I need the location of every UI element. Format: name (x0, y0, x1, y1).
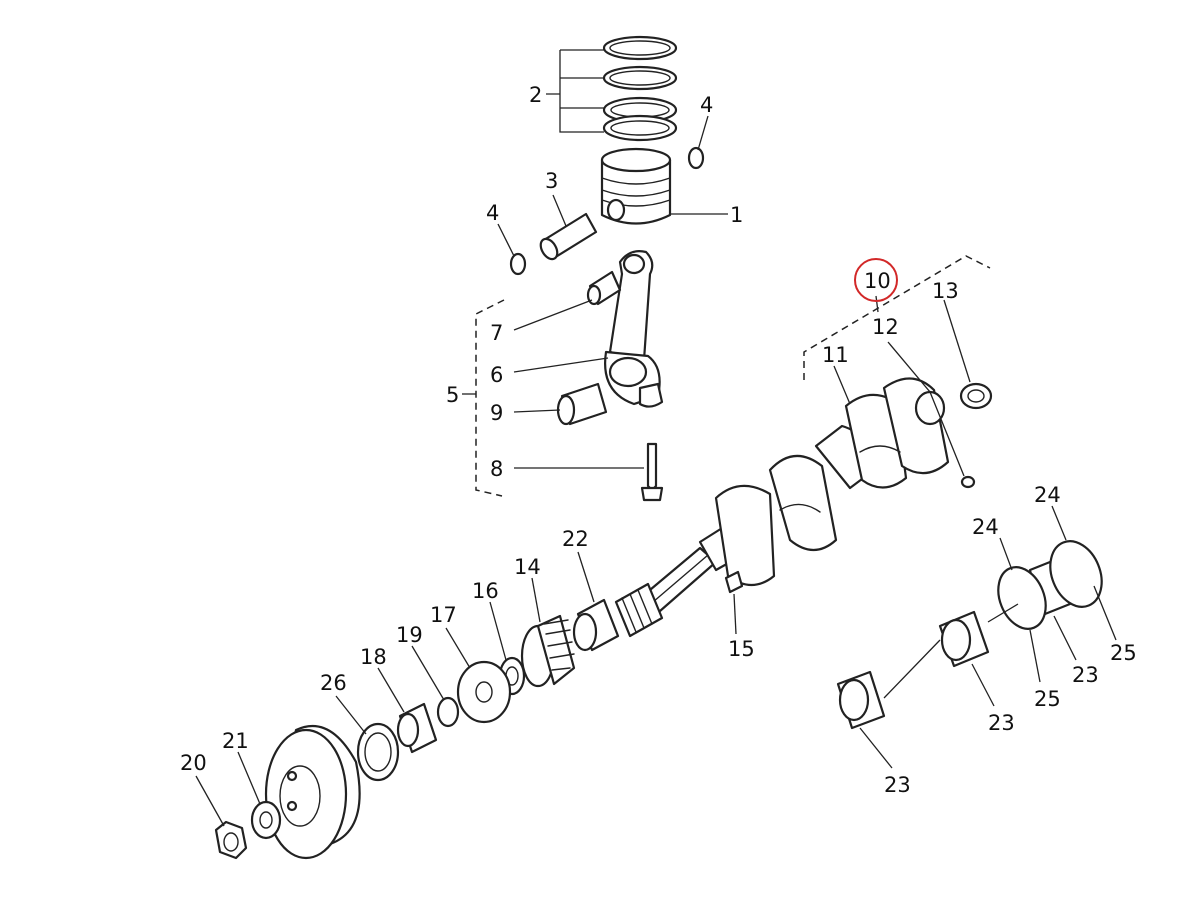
callout-4-left: 4 (486, 201, 499, 225)
collar (572, 598, 620, 652)
woodruff-key (724, 570, 744, 594)
callout-18: 18 (360, 645, 387, 669)
crank-pulley (264, 725, 361, 860)
callout-12: 12 (872, 315, 899, 339)
callout-4-right: 4 (700, 93, 713, 117)
callout-25-a: 25 (1034, 687, 1061, 711)
crank-spline (614, 582, 664, 638)
callout-8: 8 (490, 457, 503, 481)
callout-23-a: 23 (884, 773, 911, 797)
callout-16: 16 (472, 579, 499, 603)
callout-3: 3 (545, 169, 558, 193)
callout-17: 17 (430, 603, 457, 627)
callout-5: 5 (446, 383, 459, 407)
bushing-18 (396, 702, 438, 754)
rod-bearing (556, 382, 608, 426)
crankshaft (636, 377, 950, 620)
callout-19: 19 (396, 623, 423, 647)
callout-14: 14 (514, 555, 541, 579)
rod-bolt (640, 442, 664, 502)
callout-24-a: 24 (972, 515, 999, 539)
snap-ring-right (687, 146, 705, 170)
seal-collar-26 (356, 722, 400, 782)
main-bearing-1 (836, 670, 886, 730)
callout-11: 11 (822, 343, 849, 367)
oil-seal (959, 382, 993, 410)
crank-gear (520, 614, 576, 688)
callout-15: 15 (728, 637, 755, 661)
thrust-washer-rear (1049, 540, 1103, 608)
piston-rings (602, 35, 678, 142)
callout-23-c: 23 (1072, 663, 1099, 687)
callout-6: 6 (490, 363, 503, 387)
snap-ring-left (509, 252, 527, 276)
callout-2: 2 (529, 83, 542, 107)
callout-25-b: 25 (1110, 641, 1137, 665)
callout-21: 21 (222, 729, 249, 753)
nut-20 (214, 820, 248, 860)
callout-24-b: 24 (1034, 483, 1061, 507)
callout-26: 26 (320, 671, 347, 695)
callout-1: 1 (730, 203, 743, 227)
o-ring (436, 696, 460, 728)
callout-7: 7 (490, 321, 503, 345)
small-end-bushing (586, 270, 622, 306)
piston-pin (539, 212, 598, 261)
callout-10-highlight (854, 258, 898, 302)
thrust-washer-front (997, 566, 1047, 630)
callout-20: 20 (180, 751, 207, 775)
callout-23-b: 23 (988, 711, 1015, 735)
crank-pin-plug (960, 475, 976, 489)
callout-13: 13 (932, 279, 959, 303)
thrust-collar (456, 660, 512, 724)
main-bearing-2 (938, 610, 990, 668)
washer-21 (250, 800, 282, 840)
connecting-rod (604, 250, 664, 408)
callout-10: 10 (864, 269, 891, 293)
callout-9: 9 (490, 401, 503, 425)
piston (600, 147, 672, 225)
callout-22: 22 (562, 527, 589, 551)
